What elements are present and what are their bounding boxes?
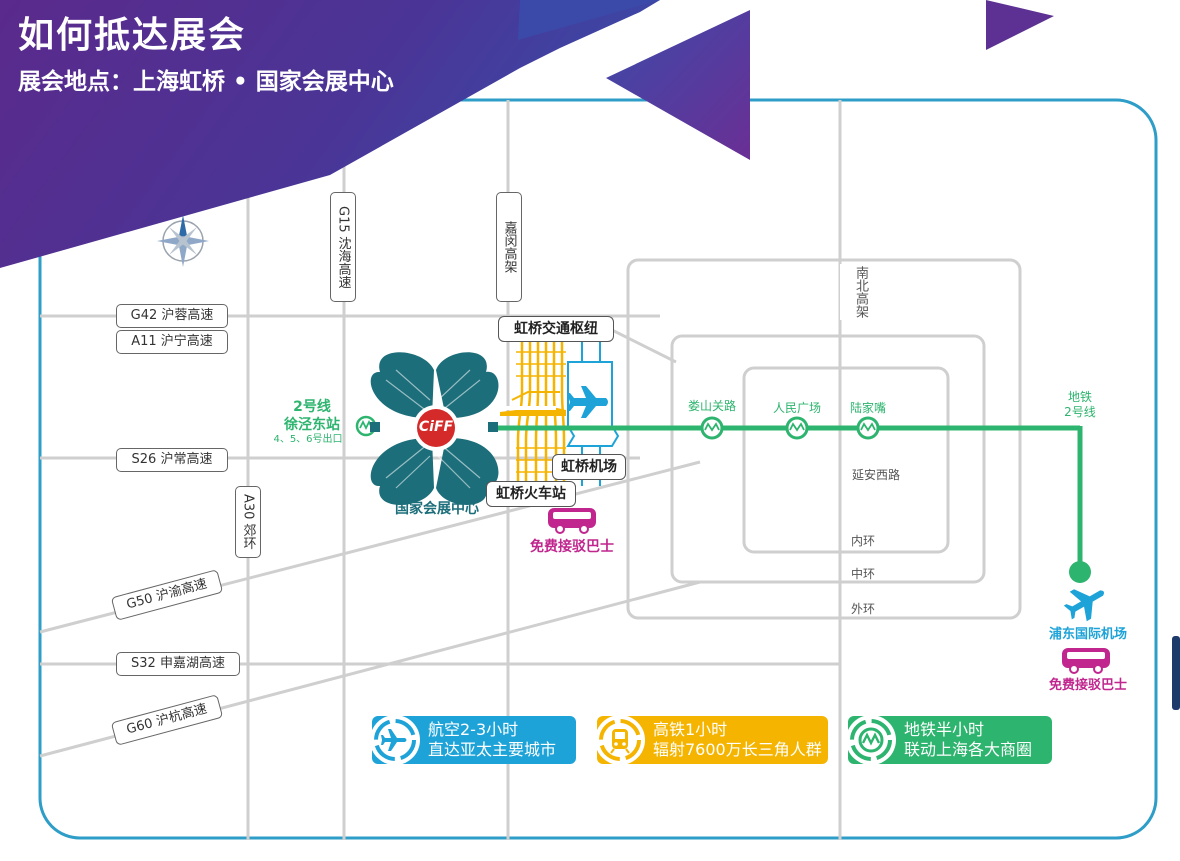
metro-stop-label: 娄山关路 — [687, 399, 736, 413]
shuttle-bus-icon — [548, 508, 596, 534]
metro-icon — [846, 715, 896, 765]
airplane-icon — [370, 715, 420, 765]
badge-rail-line2: 辐射7600万长三角人群 — [653, 740, 822, 759]
road-label-g42: G42 沪蓉高速 — [116, 304, 228, 328]
badge-rail-line1: 高铁1小时 — [653, 720, 728, 739]
label-hongqiao-railway: 虹桥火车站 — [486, 481, 576, 507]
header-triangle-3 — [986, 0, 1054, 50]
road-label-s26: S26 沪常高速 — [116, 448, 228, 472]
header-triangle — [518, 0, 660, 40]
map-border — [38, 98, 1158, 840]
badge-air-line2: 直达亚太主要城市 — [428, 740, 557, 759]
badge-metro-line1: 地铁半小时 — [904, 720, 985, 739]
pudong-metro-terminal — [1069, 561, 1091, 583]
pudong-airport-icon — [1063, 589, 1104, 622]
metro-station-loushanguan-icon — [700, 416, 724, 440]
metro-station-lujiazui-icon — [856, 416, 880, 440]
metro-right-label-2: 2号线 — [1064, 405, 1096, 419]
edge-tab — [1172, 636, 1180, 710]
venue-logo: CiFF — [418, 419, 454, 435]
road-label-g15-box: G15 沈海高速 — [330, 192, 356, 302]
compass-icon — [157, 215, 209, 267]
train-icon — [595, 715, 645, 765]
label-venue: 国家会展中心 — [395, 501, 479, 517]
label-pudong-shuttle: 免费接驳巴士 — [1048, 678, 1127, 693]
road-label-s32: S32 申嘉湖高速 — [116, 652, 240, 676]
ring-label-middle: 中环 — [851, 567, 876, 581]
badge-metro: 地铁半小时 联动上海各大商圈 — [846, 715, 1052, 765]
metro-stop-label: 陆家嘴 — [849, 401, 886, 415]
metro-line-label: 2号线 — [293, 399, 331, 415]
rail-ties — [516, 351, 566, 473]
label-hongqiao-hub: 虹桥交通枢纽 — [498, 316, 614, 342]
metro-line-2 — [488, 425, 1083, 568]
venue-clover-icon — [370, 352, 499, 505]
road-label-yanan: 延安西路 — [852, 468, 901, 482]
road-label-jiamin-box: 嘉闵高架 — [496, 192, 522, 302]
badge-rail: 高铁1小时 辐射7600万长三角人群 — [595, 715, 828, 765]
label-pudong-airport: 浦东国际机场 — [1048, 627, 1127, 642]
metro-station-exits: 4、5、6号出口 — [273, 434, 343, 445]
label-hongqiao-airport: 虹桥机场 — [552, 454, 626, 480]
ring-label-inner: 内环 — [851, 534, 876, 548]
metro-right-label: 地铁 — [1067, 390, 1092, 404]
metro-station-name: 徐泾东站 — [284, 417, 340, 433]
road-label-a30: A30 郊环 — [240, 494, 256, 550]
header-banner — [0, 0, 660, 268]
road-label-a30-box: A30 郊环 — [235, 486, 261, 558]
pudong-shuttle-bus-icon — [1062, 648, 1110, 674]
metro-stop-label: 人民广场 — [772, 401, 821, 415]
road-label-a11: A11 沪宁高速 — [116, 330, 228, 354]
high-speed-train-icon — [500, 391, 566, 416]
metro-station-renmin-icon — [785, 416, 809, 440]
badge-air: 航空2-3小时 直达亚太主要城市 — [370, 715, 576, 765]
road-label-nanbei: 南北高架 — [840, 264, 870, 320]
page-title: 如何抵达展会 — [18, 15, 247, 56]
badge-air-line1: 航空2-3小时 — [428, 720, 519, 739]
ring-label-outer: 外环 — [851, 602, 876, 616]
badge-metro-line2: 联动上海各大商圈 — [904, 740, 1033, 759]
road-label-jiamin: 嘉闵高架 — [501, 221, 517, 273]
page-subtitle: 展会地点：上海虹桥 • 国家会展中心 — [18, 69, 394, 95]
label-shuttle: 免费接驳巴士 — [530, 539, 614, 555]
road-label-g15: G15 沈海高速 — [335, 205, 351, 289]
header-triangle-2 — [606, 10, 750, 160]
